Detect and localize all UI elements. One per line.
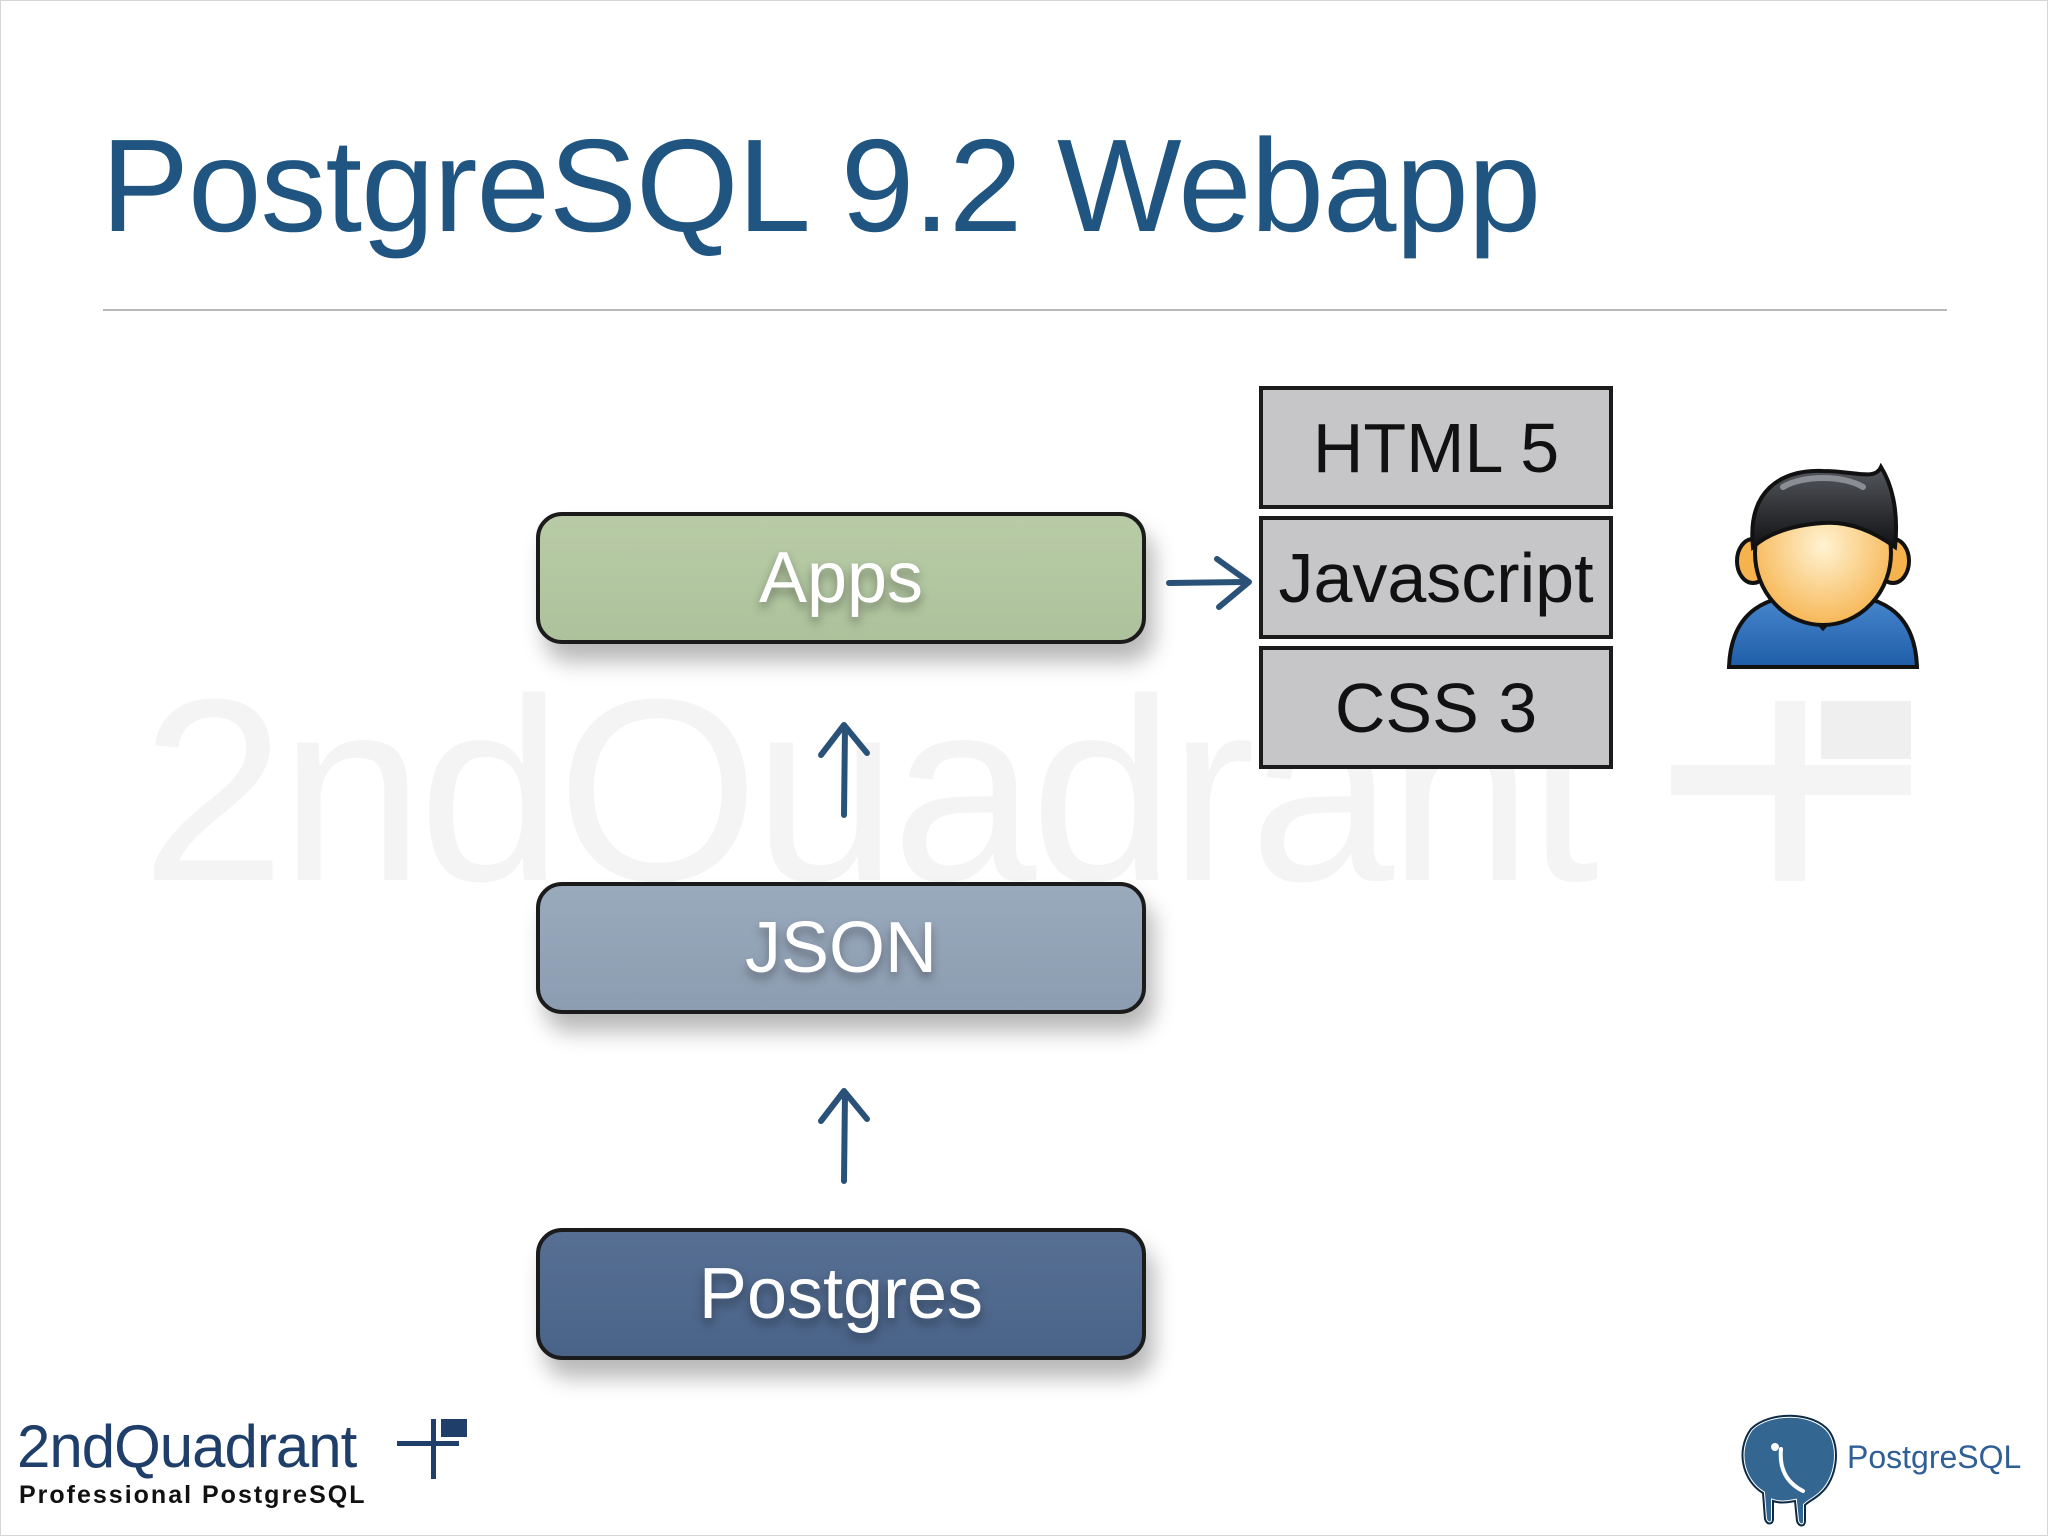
javascript-box: Javascript (1259, 516, 1613, 639)
html5-label: HTML 5 (1312, 408, 1560, 487)
2ndquadrant-plus-icon (397, 1419, 467, 1479)
slide-title: PostgreSQL 9.2 Webapp (101, 112, 1541, 259)
postgres-label: Postgres (698, 1254, 984, 1334)
2ndquadrant-logo-name: 2ndQuadrant (17, 1413, 357, 1480)
user-icon (1726, 462, 1920, 669)
postgres-box: Postgres (536, 1228, 1146, 1360)
arrow-json-to-apps-icon (818, 722, 870, 818)
json-label: JSON (744, 908, 938, 988)
title-divider (103, 309, 1947, 311)
apps-box: Apps (536, 512, 1146, 644)
2ndquadrant-logo: 2ndQuadrant Professional PostgreSQL (17, 1417, 477, 1517)
postgresql-logo-name: PostgreSQL (1847, 1439, 2022, 1475)
postgresql-elephant-icon (1740, 1413, 1838, 1528)
2ndquadrant-logo-tagline: Professional PostgreSQL (19, 1481, 367, 1509)
html5-box: HTML 5 (1259, 386, 1613, 509)
json-box: JSON (536, 882, 1146, 1014)
arrow-apps-to-web-icon (1166, 556, 1252, 610)
css3-box: CSS 3 (1259, 646, 1613, 769)
javascript-label: Javascript (1278, 538, 1594, 617)
watermark-plus-icon (1671, 701, 1911, 881)
postgresql-logo: PostgreSQL (1729, 1409, 2039, 1529)
apps-label: Apps (758, 538, 924, 618)
css3-label: CSS 3 (1334, 668, 1538, 747)
arrow-postgres-to-json-icon (818, 1088, 870, 1184)
